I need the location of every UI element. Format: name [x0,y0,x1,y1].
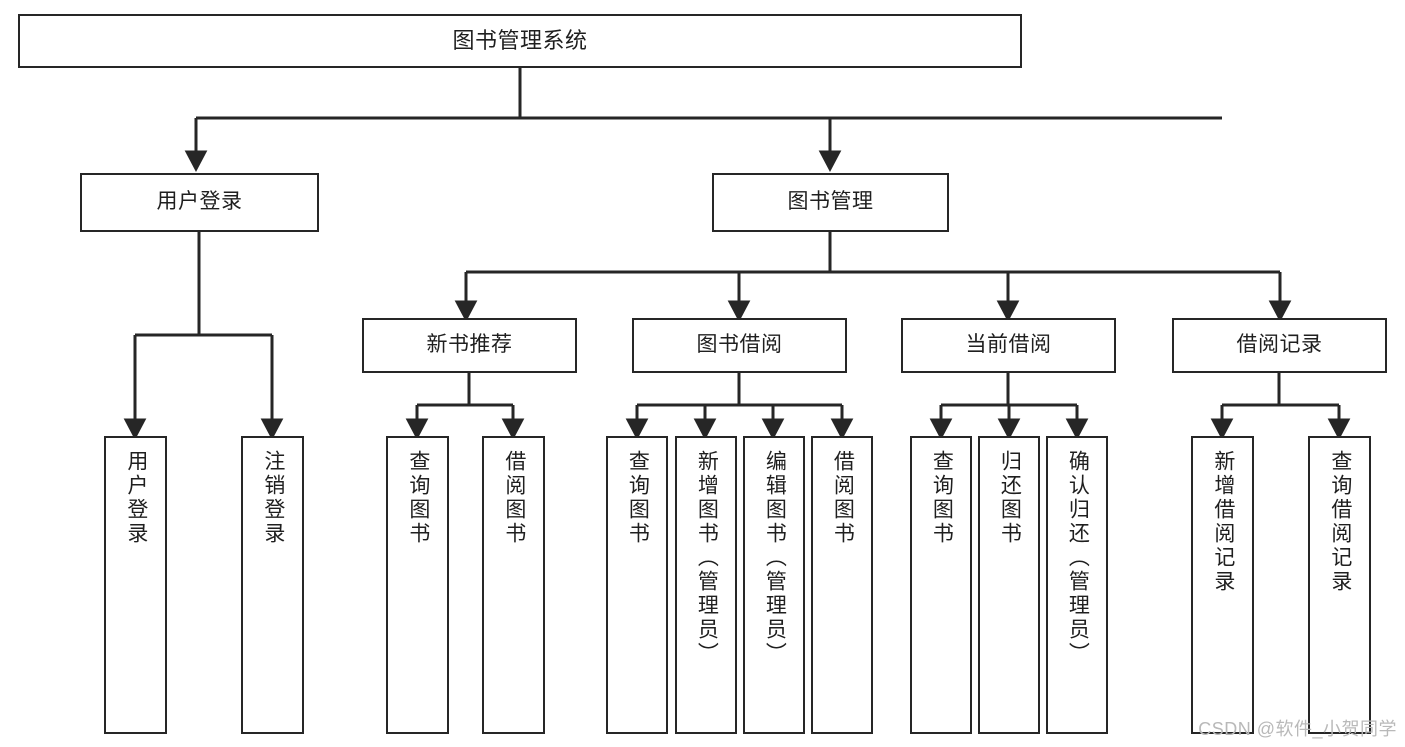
node-label: 借阅图书 [831,450,855,546]
csdn-watermark: CSDN @软件_小贺同学 [1198,719,1397,739]
leaf-borrow-query-book[interactable]: 查询图书 [606,436,668,734]
leaf-user-login-signout[interactable]: 注销登录 [241,436,304,734]
node-borrow-record[interactable]: 借阅记录 [1172,318,1387,373]
node-new-book-recommend[interactable]: 新书推荐 [362,318,577,373]
leaf-borrow-edit-book-admin[interactable]: 编辑图书（管理员） [743,436,805,734]
node-book-borrow[interactable]: 图书借阅 [632,318,847,373]
node-label: 当前借阅 [965,333,1052,357]
node-label: 确认归还（管理员） [1066,450,1090,666]
leaf-current-query-book[interactable]: 查询图书 [910,436,972,734]
leaf-record-add[interactable]: 新增借阅记录 [1191,436,1254,734]
leaf-new-book-query[interactable]: 查询图书 [386,436,449,734]
node-label: 用户登录 [124,450,148,546]
node-label: 图书管理系统 [452,28,588,54]
node-label: 编辑图书（管理员） [763,450,787,666]
leaf-record-query[interactable]: 查询借阅记录 [1308,436,1371,734]
node-book-management[interactable]: 图书管理 [712,173,949,232]
node-label: 新书推荐 [426,333,513,357]
node-label: 查询图书 [626,450,650,546]
node-label: 用户登录 [156,190,243,214]
node-label: 借阅图书 [502,450,526,546]
node-root-system[interactable]: 图书管理系统 [18,14,1022,68]
node-label: 注销登录 [261,450,285,546]
node-label: 新增图书（管理员） [695,450,719,666]
leaf-current-return-book[interactable]: 归还图书 [978,436,1040,734]
leaf-new-book-borrow[interactable]: 借阅图书 [482,436,545,734]
leaf-borrow-add-book-admin[interactable]: 新增图书（管理员） [675,436,737,734]
node-label: 查询图书 [406,450,430,546]
node-label: 查询图书 [930,450,954,546]
node-label: 图书借阅 [696,333,783,357]
leaf-user-login-signin[interactable]: 用户登录 [104,436,167,734]
node-label: 归还图书 [998,450,1022,546]
node-label: 新增借阅记录 [1211,450,1235,594]
node-label: 查询借阅记录 [1328,450,1352,594]
leaf-borrow-borrow-book[interactable]: 借阅图书 [811,436,873,734]
node-label: 图书管理 [787,190,874,214]
node-current-borrow[interactable]: 当前借阅 [901,318,1116,373]
node-user-login[interactable]: 用户登录 [80,173,319,232]
leaf-current-confirm-return-admin[interactable]: 确认归还（管理员） [1046,436,1108,734]
node-label: 借阅记录 [1236,333,1323,357]
